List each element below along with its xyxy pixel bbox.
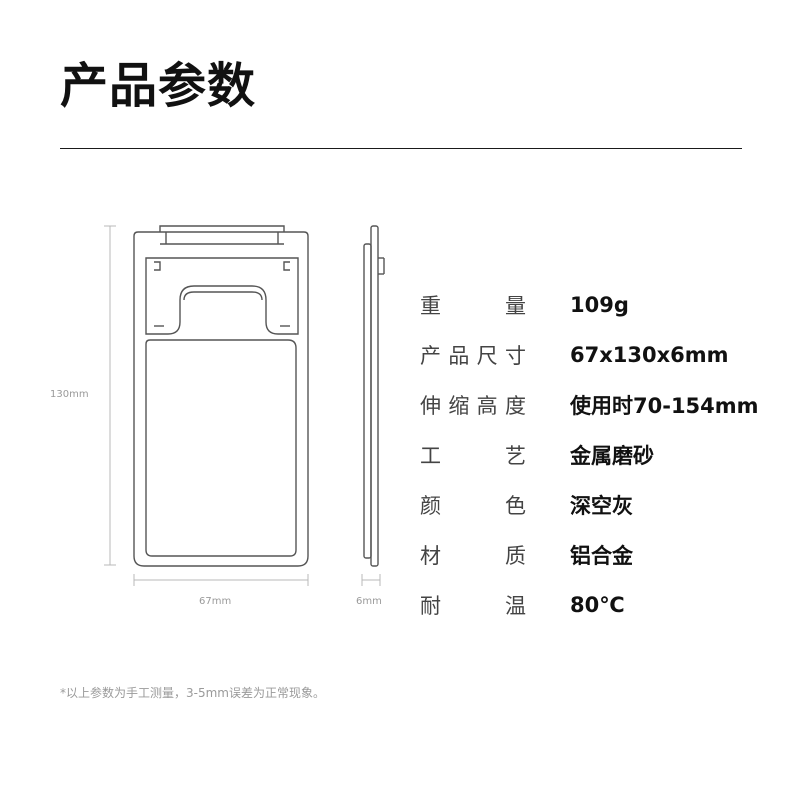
- spec-row-material: 材 质 铝合金: [420, 530, 790, 580]
- spec-label: 伸 缩 高 度: [420, 394, 528, 418]
- spec-value: 金属磨砂: [570, 444, 654, 468]
- spec-value: 67x130x6mm: [570, 343, 729, 367]
- spec-label: 重 量: [420, 294, 528, 318]
- spec-row-extension-height: 伸 缩 高 度 使用时70-154mm: [420, 380, 790, 430]
- spec-table: 重 量 109g 产 品 尺 寸 67x130x6mm 伸 缩 高 度 使用时7…: [420, 280, 790, 630]
- spec-row-size: 产 品 尺 寸 67x130x6mm: [420, 330, 790, 380]
- spec-value: 109g: [570, 293, 629, 317]
- spec-row-color: 颜 色 深空灰: [420, 480, 790, 530]
- spec-row-weight: 重 量 109g: [420, 280, 790, 330]
- spec-label: 材 质: [420, 544, 528, 568]
- spec-value: 铝合金: [570, 544, 633, 568]
- title-divider: [60, 148, 742, 149]
- depth-dimension-label: 6mm: [356, 596, 382, 607]
- front-view: [133, 225, 309, 567]
- page-title: 产品参数: [60, 58, 257, 114]
- spec-row-heat-resistance: 耐 温 80℃: [420, 580, 790, 630]
- spec-label: 工 艺: [420, 444, 528, 468]
- spec-row-process: 工 艺 金属磨砂: [420, 430, 790, 480]
- spec-label: 产 品 尺 寸: [420, 344, 528, 368]
- width-dimension-line: [133, 574, 309, 586]
- height-dimension-label: 130mm: [50, 389, 89, 400]
- width-dimension-label: 67mm: [199, 596, 232, 607]
- spec-value: 80℃: [570, 593, 625, 617]
- height-dimension-line: [104, 225, 116, 566]
- spec-label: 耐 温: [420, 594, 528, 618]
- depth-dimension-line: [361, 574, 381, 586]
- spec-value: 使用时70-154mm: [570, 394, 759, 418]
- side-view: [363, 225, 385, 567]
- measurement-footnote: *以上参数为手工测量，3-5mm误差为正常现象。: [60, 686, 325, 700]
- spec-value: 深空灰: [570, 494, 633, 518]
- spec-label: 颜 色: [420, 494, 528, 518]
